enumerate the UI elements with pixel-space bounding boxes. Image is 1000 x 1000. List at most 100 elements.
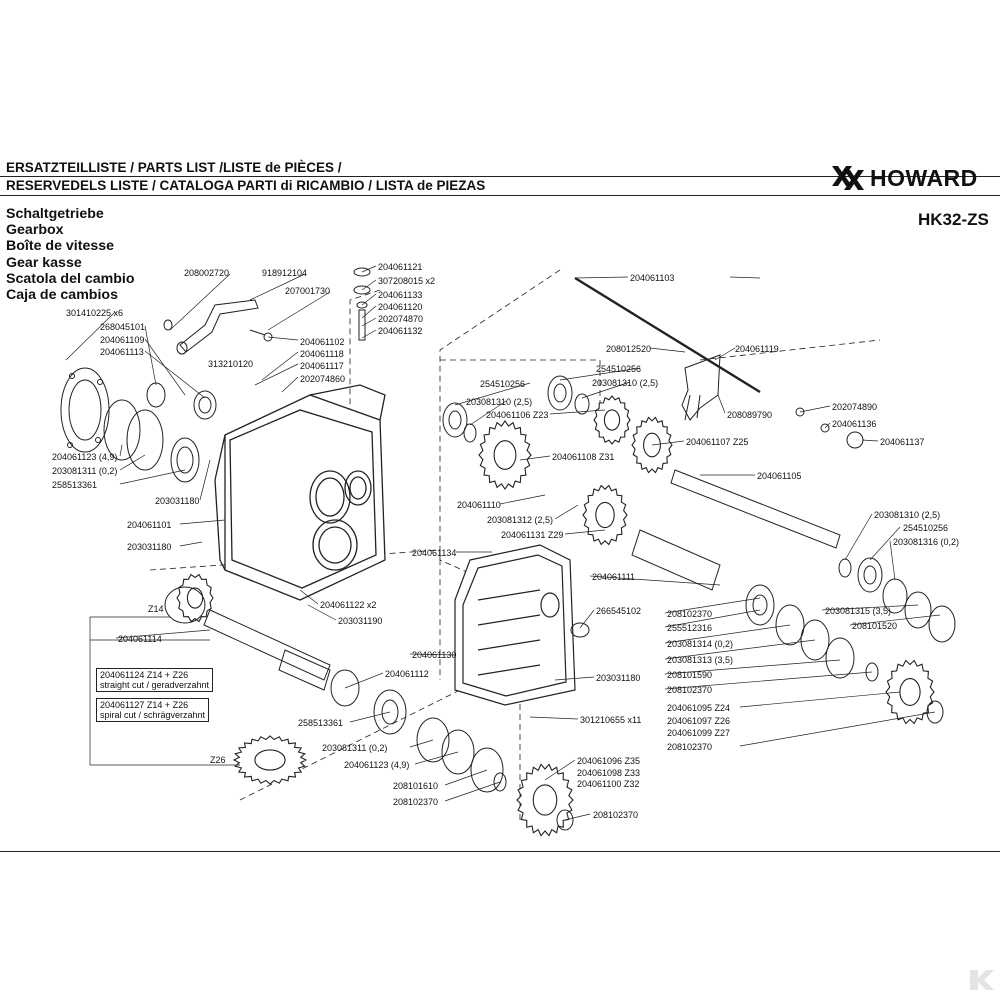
leader-line xyxy=(554,504,579,520)
part-label: 208102370 xyxy=(393,797,439,807)
leader-line xyxy=(559,367,641,381)
part-label: 203081316 (0,2) xyxy=(893,537,960,547)
part-label: 203081311 (0,2) xyxy=(322,743,388,753)
part-label: 203081310 (2,5) xyxy=(592,378,659,388)
title-italian: Scatola del cambio xyxy=(6,270,135,287)
watermark-icon xyxy=(970,970,994,990)
header-line-2: RESERVEDELS LISTE / CATALOGA PARTI di RI… xyxy=(6,178,486,193)
leader-line xyxy=(361,317,377,327)
part-label: 204061096 Z35 xyxy=(577,756,641,766)
shift-lever xyxy=(163,299,273,355)
leader-line xyxy=(664,659,841,675)
part-label: 204061118 xyxy=(300,349,344,359)
gear-hub xyxy=(643,432,661,458)
gear-hub xyxy=(603,409,621,431)
part-label: 204061105 xyxy=(757,471,802,481)
part-label: 204061130 xyxy=(412,650,457,660)
leader-line xyxy=(409,739,434,748)
part-label: 258513361 xyxy=(52,480,98,490)
leader-line xyxy=(729,276,761,279)
part-label: 203031190 xyxy=(338,616,383,626)
part-label: 204061114 xyxy=(118,634,162,644)
selector-rod xyxy=(574,276,761,394)
part-label: 204061121 xyxy=(378,262,423,272)
leader-line xyxy=(361,293,377,306)
leader-line xyxy=(119,469,186,485)
leader-line xyxy=(307,604,337,621)
part-label: 204061120 xyxy=(378,302,423,312)
leader-line xyxy=(579,609,595,629)
leader-line xyxy=(144,350,206,399)
part-label: 204061111 xyxy=(592,572,636,582)
kit-straight-cut: 204061124 Z14 + Z26 straight cut / gerad… xyxy=(96,668,214,692)
leader-line xyxy=(849,614,941,626)
leader-line xyxy=(469,400,507,426)
gear-hub xyxy=(493,440,517,470)
part-label: 204061132 xyxy=(378,326,423,336)
part-label: 204061108 Z31 xyxy=(552,452,615,462)
part-label: 204061134 xyxy=(412,548,457,558)
leader-line xyxy=(169,273,231,331)
part-label: 204061098 Z33 xyxy=(577,768,641,778)
part-label: 203081314 (0,2) xyxy=(667,639,734,649)
brand-logo: HOWARD xyxy=(830,162,978,194)
leader-line xyxy=(115,629,211,639)
part-label: 203031180 xyxy=(155,496,200,506)
part-label: 204061117 xyxy=(300,361,344,371)
part-label: 208102370 xyxy=(667,609,713,619)
leader-line xyxy=(267,291,331,331)
part-label: 203081310 (2,5) xyxy=(466,397,533,407)
footer-divider xyxy=(0,851,1000,852)
gear xyxy=(582,484,628,546)
part-label: 203081310 (2,5) xyxy=(874,510,941,520)
part-label: 268045101 xyxy=(100,322,146,332)
upper-bearing xyxy=(442,375,590,443)
leader-line xyxy=(664,639,816,660)
part-label: 204061137 xyxy=(880,437,925,447)
part-label: 204061113 xyxy=(100,347,144,357)
gear-hub xyxy=(254,749,286,771)
title-english: Gearbox xyxy=(6,222,64,239)
leader-line xyxy=(349,711,391,723)
input-shaft xyxy=(164,586,407,735)
part-label: 204061136 xyxy=(832,419,877,429)
gear-hub xyxy=(186,587,204,609)
howard-logo-icon xyxy=(832,166,864,190)
part-label: 208012520 xyxy=(606,344,652,354)
leader-line xyxy=(119,444,123,457)
leader-line xyxy=(361,329,377,339)
leader-line xyxy=(651,440,685,446)
part-label: 204061106 Z23 xyxy=(486,410,549,420)
part-label: 208101610 xyxy=(393,781,439,791)
leader-line xyxy=(717,394,726,414)
gear xyxy=(516,763,574,837)
part-label: 204061099 Z27 xyxy=(667,728,731,738)
leader-line xyxy=(254,363,299,386)
leader-line xyxy=(544,759,576,781)
part-label: 313210120 xyxy=(208,359,254,369)
part-label: 208089790 xyxy=(727,410,773,420)
part-label: 204061122 x2 xyxy=(320,600,377,610)
leader-line xyxy=(574,276,629,279)
leader-line xyxy=(414,751,459,765)
part-label: 254510256 xyxy=(596,364,642,374)
part-label: 204061112 xyxy=(385,669,429,679)
title-french: Boîte de vitesse xyxy=(6,238,115,255)
gear-tooth-label: Z26 xyxy=(210,755,226,765)
leader-line xyxy=(739,711,936,747)
leader-line xyxy=(649,347,686,353)
leader-line xyxy=(281,376,299,393)
leader-line xyxy=(199,459,211,501)
leader-line xyxy=(249,273,306,301)
shift-fork xyxy=(681,354,721,421)
leader-line xyxy=(361,279,377,291)
part-label: 208002720 xyxy=(184,268,230,278)
leader-line xyxy=(589,575,721,586)
part-label: 203031180 xyxy=(596,673,641,683)
part-label: 918912104 xyxy=(262,268,308,278)
leader-line xyxy=(549,409,606,415)
part-label: 207001730 xyxy=(285,286,331,296)
leader-line xyxy=(664,609,761,628)
part-label: 204061123 (4,9) xyxy=(52,452,118,462)
